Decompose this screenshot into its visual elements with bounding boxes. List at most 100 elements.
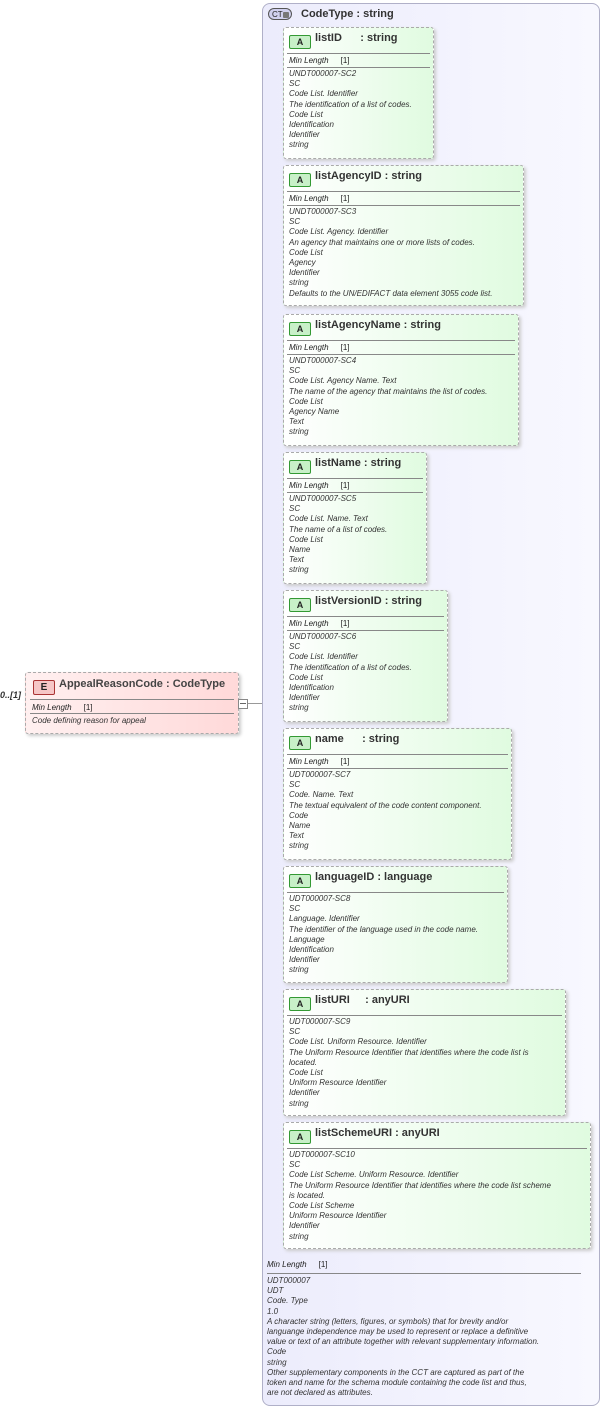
doc-line: token and name for the schema module con… [267, 1378, 527, 1388]
doc-line: The Uniform Resource Identifier that ide… [289, 1180, 551, 1190]
doc-line: The Uniform Resource Identifier that ide… [289, 1047, 529, 1057]
doc-line: SC [289, 1160, 301, 1170]
doc-line: UDT000007-SC10 [289, 1150, 355, 1159]
attribute-title: listID : string [315, 32, 398, 44]
collapse-toggle-icon[interactable] [238, 699, 248, 709]
doc-line: Name [289, 821, 311, 831]
attribute-facet: Min Length [1] [289, 343, 350, 352]
doc-line: string [267, 1357, 287, 1367]
doc-line: The textual equivalent of the code conte… [289, 800, 482, 810]
doc-line: Identifier [289, 1221, 320, 1231]
doc-line: Text [289, 417, 304, 427]
doc-line: SC [289, 642, 301, 652]
doc-line: Code List. Agency Name. Text [289, 376, 397, 386]
facet-value: [1] [340, 56, 350, 65]
doc-line: Code. Name. Text [289, 790, 354, 800]
facet-label: Min Length [289, 757, 329, 766]
doc-line: Code List. Agency. Identifier [289, 227, 389, 237]
divider [287, 892, 504, 893]
attribute-title: listAgencyName : string [315, 319, 441, 331]
divider [287, 340, 515, 341]
doc-line: UNDT000007-SC5 [289, 494, 357, 503]
doc-line: Other supplementary components in the CC… [267, 1367, 525, 1377]
divider [287, 53, 430, 54]
attribute-title: listSchemeURI : anyURI [315, 1127, 440, 1139]
facet-label: Min Length [267, 1260, 307, 1269]
facet-label: Min Length [289, 343, 329, 352]
doc-line: Code. Type [267, 1296, 308, 1306]
complex-type-title: CodeType : string [301, 8, 394, 20]
facet-label: Min Length [289, 56, 329, 65]
divider [287, 1015, 562, 1016]
facet-value: [1] [340, 481, 350, 490]
doc-line: SC [289, 366, 301, 376]
element-appeal-reason-code[interactable]: E AppealReasonCode : CodeType Min Length… [25, 672, 239, 734]
doc-line: string [289, 1098, 309, 1108]
attribute-badge-icon: A [289, 322, 311, 336]
doc-line: Code [289, 810, 309, 820]
doc-line: languange independence may be used to re… [267, 1327, 529, 1337]
attribute-title: languageID : language [315, 871, 433, 883]
facet-label: Min Length [289, 619, 329, 628]
doc-line: UDT [267, 1286, 284, 1296]
element-name: AppealReasonCode [59, 678, 163, 690]
doc-line: Code List [289, 1068, 323, 1078]
doc-line: string [289, 140, 309, 150]
facet-value: [1] [340, 757, 350, 766]
doc-line: SC [289, 1027, 301, 1037]
complex-type-facet: Min Length[1] [267, 1260, 581, 1269]
divider [287, 1148, 587, 1149]
doc-line: Identifier [289, 268, 320, 278]
complex-type-name: CodeType [301, 8, 354, 20]
doc-line: Agency [289, 258, 316, 268]
element-cardinality: 0..[1] [0, 690, 22, 700]
doc-line: string [289, 278, 309, 288]
doc-line: Identification [289, 120, 334, 130]
doc-line: string [289, 841, 309, 851]
element-badge-icon: E [33, 680, 55, 695]
doc-line: UNDT000007-SC4 [289, 356, 357, 365]
divider [30, 699, 234, 700]
attribute-title: listName : string [315, 457, 402, 469]
attribute-facet: Min Length[1] [289, 194, 350, 203]
facet-value: [1] [83, 703, 93, 712]
doc-line: UDT000007-SC7 [289, 770, 351, 779]
doc-line: located. [289, 1057, 318, 1067]
attribute-facet: Min Length[1] [289, 481, 350, 490]
doc-line: UNDT000007-SC3 [289, 207, 357, 216]
facet-value: [1] [340, 619, 350, 628]
doc-line: Identifier [289, 1088, 320, 1098]
attribute-badge-icon: A [289, 460, 311, 474]
divider [287, 191, 520, 192]
doc-line: SC [289, 904, 301, 914]
divider [267, 1273, 581, 1274]
doc-line: Code List. Identifier [289, 652, 358, 662]
doc-line: Text [289, 831, 304, 841]
doc-line: Identifier [289, 955, 320, 965]
facet-value: [1] [340, 343, 350, 352]
doc-line: Code List [289, 672, 323, 682]
doc-line: The name of the agency that maintains th… [289, 386, 488, 396]
attribute-badge-icon: A [289, 598, 311, 612]
attribute-title: listAgencyID : string [315, 170, 422, 182]
attribute-facet: Min Length [1] [289, 619, 350, 628]
divider [287, 478, 423, 479]
doc-line: Identification [289, 683, 334, 693]
